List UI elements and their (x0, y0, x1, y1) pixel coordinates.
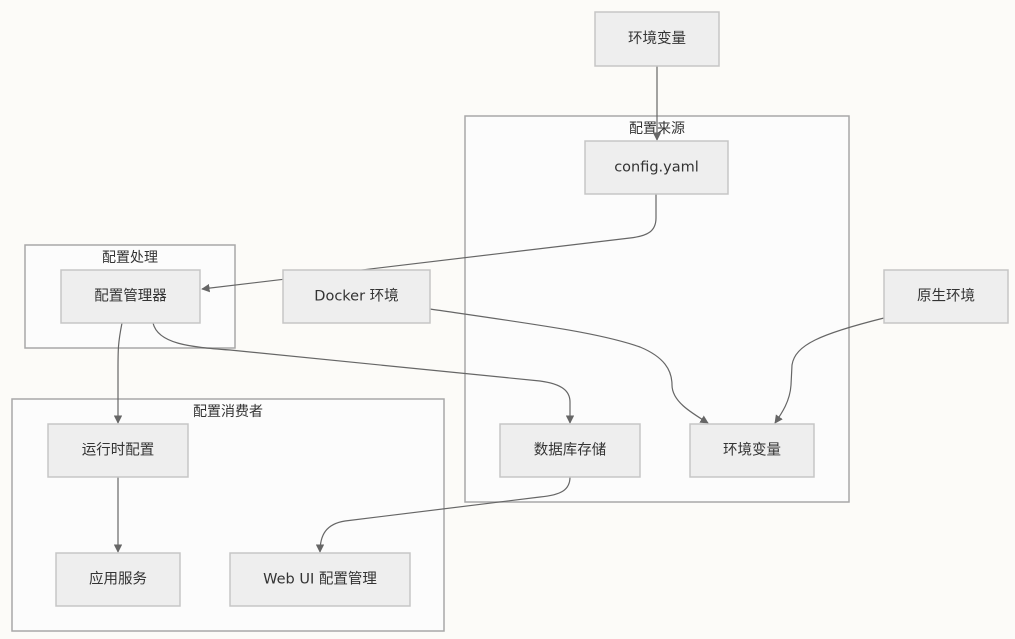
edge-native-env-to-env-vars (774, 317, 885, 424)
node-label: Web UI 配置管理 (263, 571, 377, 588)
node-config-manager: 配置管理器 (60, 269, 201, 324)
node-label: 配置管理器 (94, 288, 167, 305)
subgraph-title: 配置消费者 (193, 404, 263, 420)
node-label: 数据库存储 (534, 442, 607, 459)
node-config-yaml: config.yaml (584, 140, 729, 195)
node-app-service: 应用服务 (55, 552, 181, 607)
node-box (60, 269, 201, 324)
node-box (47, 423, 189, 478)
node-database-storage: 数据库存储 (499, 423, 641, 478)
node-box (229, 552, 411, 607)
edges (113, 66, 885, 553)
node-label: config.yaml (614, 160, 699, 176)
node-web-ui-config: Web UI 配置管理 (229, 552, 411, 607)
node-box (282, 269, 431, 324)
edge-docker-env-to-env-vars (429, 308, 709, 424)
node-label: Docker 环境 (314, 287, 398, 305)
node-label: 环境变量 (723, 441, 781, 459)
node-label: 运行时配置 (82, 442, 155, 459)
edge-config-yaml-to-config-manager (201, 194, 657, 293)
node-box (594, 11, 720, 67)
node-box (55, 552, 181, 607)
node-native-env: 原生环境 (883, 269, 1009, 324)
node-env-vars-source: 环境变量 (594, 11, 720, 67)
edge-config-manager-to-database-storage (152, 322, 575, 424)
subgraph-title: 配置处理 (102, 250, 158, 266)
edge-database-storage-to-web-ui (315, 476, 571, 553)
node-box (499, 423, 641, 478)
node-docker-env: Docker 环境 (282, 269, 431, 324)
node-box (689, 423, 815, 478)
edge-config-manager-to-runtime-config (113, 322, 123, 424)
node-label: 环境变量 (628, 29, 686, 47)
node-box (584, 140, 729, 195)
node-label: 应用服务 (89, 570, 147, 588)
node-env-vars: 环境变量 (689, 423, 815, 478)
node-label: 原生环境 (917, 287, 975, 305)
node-runtime-config: 运行时配置 (47, 423, 189, 478)
node-box (883, 269, 1009, 324)
